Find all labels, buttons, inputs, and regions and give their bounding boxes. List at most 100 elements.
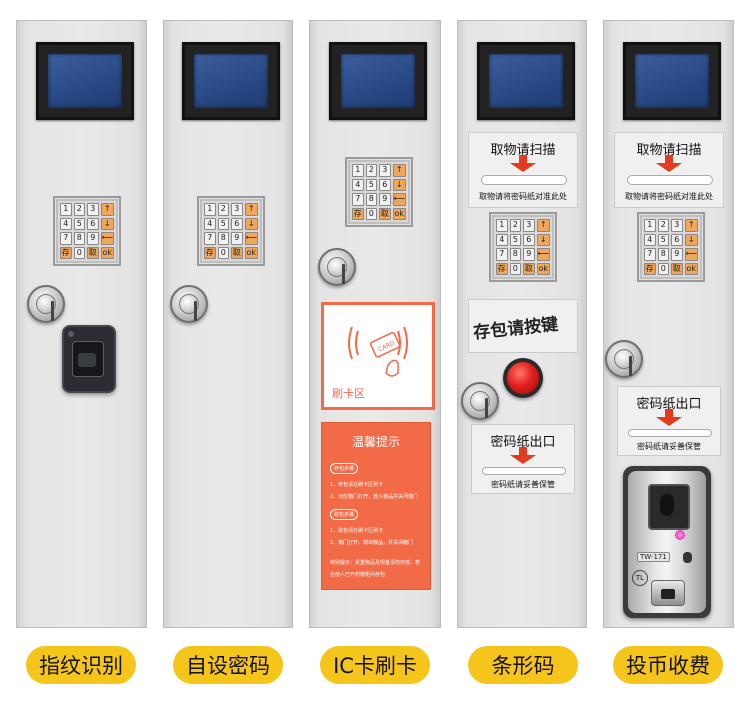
keypad-key[interactable]: 7	[352, 193, 364, 206]
keypad-key[interactable]: 0	[217, 246, 230, 259]
keypad-key[interactable]: 1	[60, 203, 72, 216]
keypad-key[interactable]: 7	[60, 232, 72, 245]
keypad-key[interactable]: 8	[73, 232, 86, 245]
scan-slip[interactable]: 取物请扫描 取物请将密码纸对准此处	[468, 132, 578, 208]
keypad-key[interactable]: ok	[536, 262, 550, 275]
keypad-key[interactable]: 5	[509, 233, 522, 246]
keypad-key[interactable]: 7	[496, 248, 508, 261]
keypad-key[interactable]: ⟵	[392, 193, 406, 206]
keypad-key[interactable]: ↓	[244, 217, 258, 230]
keypad-key[interactable]: 2	[365, 164, 378, 177]
coin-return-lever[interactable]	[651, 580, 685, 606]
keypad-key[interactable]: 7	[644, 248, 656, 261]
keypad-key[interactable]: 2	[217, 203, 230, 216]
store-push-button[interactable]	[503, 358, 543, 398]
keypad-key[interactable]: ok	[684, 262, 698, 275]
lock-icon[interactable]	[605, 340, 643, 378]
keypad-key[interactable]: 6	[87, 217, 99, 230]
keypad-key[interactable]: ↑	[536, 219, 550, 232]
lock-icon[interactable]	[27, 285, 65, 323]
keypad-key[interactable]: 9	[523, 248, 535, 261]
keypad-key[interactable]: 0	[365, 207, 378, 220]
keypad-key[interactable]: 2	[73, 203, 86, 216]
label-coin: 投币收费	[613, 646, 723, 684]
notice-title: 温馨提示	[351, 435, 400, 449]
keypad-key[interactable]: 8	[657, 248, 670, 261]
keypad-key[interactable]: 9	[87, 232, 99, 245]
keypad-key[interactable]: ⟵	[100, 232, 114, 245]
keypad-key[interactable]: ok	[392, 207, 406, 220]
keypad-key[interactable]: 取	[671, 262, 683, 275]
keypad-key[interactable]: 9	[379, 193, 391, 206]
coin-acceptor[interactable]: TW-171 TL	[623, 466, 711, 618]
keypad-key[interactable]: 3	[523, 219, 535, 232]
keypad-key[interactable]: 3	[671, 219, 683, 232]
keypad-key[interactable]: 取	[379, 207, 391, 220]
keypad-key[interactable]: 0	[657, 262, 670, 275]
keypad-key[interactable]: 1	[352, 164, 364, 177]
keypad-key[interactable]: 1	[496, 219, 508, 232]
keypad-key[interactable]: 取	[231, 246, 243, 259]
keypad-key[interactable]: 8	[365, 193, 378, 206]
keypad-key[interactable]: 存	[496, 262, 508, 275]
keypad-key[interactable]: ⟵	[244, 232, 258, 245]
keypad-key[interactable]: 取	[523, 262, 535, 275]
keypad-key[interactable]: 存	[352, 207, 364, 220]
keypad-key[interactable]: 存	[60, 246, 72, 259]
keypad-key[interactable]: 2	[657, 219, 670, 232]
keypad-key[interactable]: 0	[509, 262, 522, 275]
keypad-key[interactable]: 4	[644, 233, 656, 246]
keypad-key[interactable]: 5	[217, 217, 230, 230]
keypad-key[interactable]: ↑	[392, 164, 406, 177]
keypad-key[interactable]: 6	[379, 178, 391, 191]
keypad-key[interactable]: ok	[100, 246, 114, 259]
keypad-key[interactable]: 取	[87, 246, 99, 259]
keypad-key[interactable]: 5	[657, 233, 670, 246]
keypad-key[interactable]: 0	[73, 246, 86, 259]
keypad-key[interactable]: ↓	[536, 233, 550, 246]
card-reader-area[interactable]: CARD 刷卡区	[321, 302, 435, 410]
keypad-key[interactable]: ↓	[392, 178, 406, 191]
scan-slip[interactable]: 取物请扫描 取物请将密码纸对准此处	[614, 132, 724, 208]
keypad-key[interactable]: ↓	[684, 233, 698, 246]
keypad-key[interactable]: 存	[204, 246, 216, 259]
keypad-key[interactable]: 9	[671, 248, 683, 261]
keypad-key[interactable]: 4	[204, 217, 216, 230]
keypad-key[interactable]: ↑	[244, 203, 258, 216]
keypad-key[interactable]: ⟵	[536, 248, 550, 261]
keypad-key[interactable]: 9	[231, 232, 243, 245]
keypad-key[interactable]: 存	[644, 262, 656, 275]
keypad-key[interactable]: ↑	[684, 219, 698, 232]
coin-slot[interactable]	[648, 484, 690, 530]
keypad-key[interactable]: ok	[244, 246, 258, 259]
keypad-key[interactable]: 4	[496, 233, 508, 246]
keypad-key[interactable]: 3	[379, 164, 391, 177]
fingerprint-scanner[interactable]	[62, 325, 116, 393]
keypad-key[interactable]: 2	[509, 219, 522, 232]
keypad-key[interactable]: 4	[60, 217, 72, 230]
keypad-key[interactable]: ↑	[100, 203, 114, 216]
keypad-key[interactable]: 8	[509, 248, 522, 261]
lock-icon[interactable]	[170, 285, 208, 323]
keypad-key[interactable]: 3	[87, 203, 99, 216]
keypad-key[interactable]: 5	[365, 178, 378, 191]
keypad-key[interactable]: 8	[217, 232, 230, 245]
keypad-key[interactable]: 4	[352, 178, 364, 191]
keypad-key[interactable]: 6	[523, 233, 535, 246]
keypad-key[interactable]: 6	[671, 233, 683, 246]
keypad-key[interactable]: 6	[231, 217, 243, 230]
keypad-key[interactable]: 1	[644, 219, 656, 232]
lock-icon[interactable]	[318, 248, 356, 286]
keypad-key[interactable]: ⟵	[684, 248, 698, 261]
keypad-key[interactable]: 3	[231, 203, 243, 216]
keypad-key[interactable]: 7	[204, 232, 216, 245]
keypad-key[interactable]: 5	[73, 217, 86, 230]
keypad-key[interactable]: ↓	[100, 217, 114, 230]
keypad-key[interactable]: 1	[204, 203, 216, 216]
lock-icon[interactable]	[461, 382, 499, 420]
